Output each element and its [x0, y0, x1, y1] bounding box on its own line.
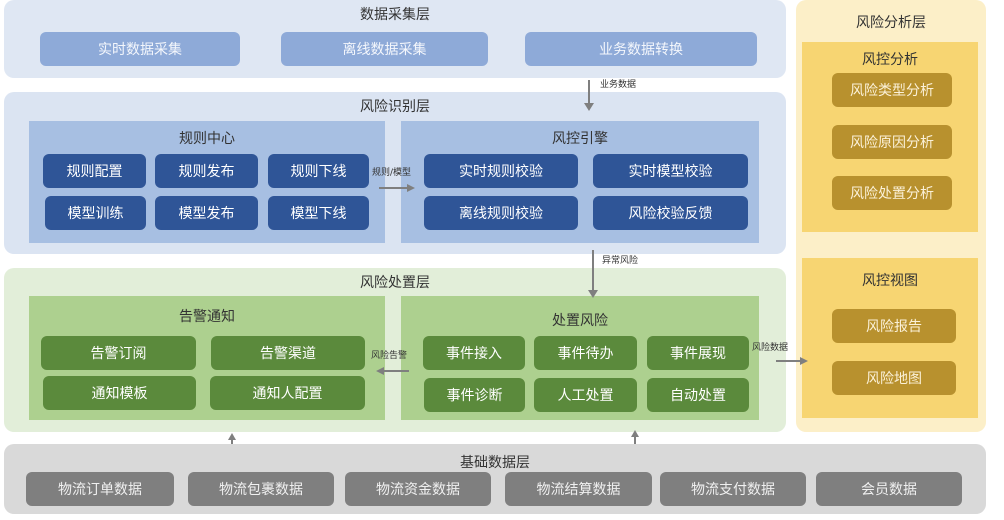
risk-identification-layer: 风险识别层 规则中心 规则配置 规则发布 规则下线 模型训练 模型发布 模型下线… [4, 92, 786, 254]
abnormal-risk-arrow-label: 异常风险 [602, 256, 639, 266]
data-collection-layer-title: 数据采集层 [360, 7, 430, 23]
risk-handling-title: 处置风险 [552, 313, 608, 329]
offline-rule-check-box: 离线规则校验 [424, 196, 578, 230]
base-to-handling-arrow-line [634, 436, 636, 444]
arrow-right-icon [800, 357, 808, 365]
risk-handling-panel: 处置风险 事件接入 事件待办 事件展现 事件诊断 人工处置 自动处置 [401, 296, 759, 420]
arrow-down-icon [588, 290, 598, 298]
risk-engine-panel: 风控引擎 实时规则校验 实时模型校验 离线规则校验 风险校验反馈 [401, 121, 759, 243]
rule-center-title: 规则中心 [179, 131, 235, 147]
alert-notify-panel: 告警通知 告警订阅 告警渠道 通知模板 通知人配置 [29, 296, 385, 420]
business-data-conversion-box: 业务数据转换 [525, 32, 757, 66]
base-data-layer-title: 基础数据层 [460, 455, 530, 471]
realtime-data-collection-box: 实时数据采集 [40, 32, 240, 66]
rule-center-panel: 规则中心 规则配置 规则发布 规则下线 模型训练 模型发布 模型下线 [29, 121, 385, 243]
risk-analysis-layer: 风险分析层 风控分析 风险类型分析 风险原因分析 风险处置分析 风控视图 风险报… [796, 0, 986, 432]
risk-alert-arrow-label: 风险告警 [371, 351, 408, 361]
risk-check-feedback-box: 风险校验反馈 [593, 196, 748, 230]
arrow-down-icon [584, 103, 594, 111]
realtime-rule-check-box: 实时规则校验 [424, 154, 578, 188]
risk-cause-analysis-box: 风险原因分析 [832, 125, 952, 159]
risk-control-view-title: 风控视图 [862, 273, 918, 289]
arrow-left-icon [376, 367, 384, 375]
logistics-settlement-data-box: 物流结算数据 [505, 472, 652, 506]
logistics-parcel-data-box: 物流包裹数据 [188, 472, 334, 506]
risk-control-analysis-title: 风控分析 [862, 52, 918, 68]
risk-type-analysis-box: 风险类型分析 [832, 73, 952, 107]
risk-engine-title: 风控引擎 [552, 131, 608, 147]
risk-report-box: 风险报告 [832, 309, 956, 343]
model-training-box: 模型训练 [45, 196, 146, 230]
auto-disposal-box: 自动处置 [647, 378, 749, 412]
risk-alert-arrow-line [383, 370, 409, 372]
event-display-box: 事件展现 [647, 336, 749, 370]
rule-config-box: 规则配置 [43, 154, 146, 188]
data-collection-layer: 数据采集层 实时数据采集 离线数据采集 业务数据转换 [4, 0, 786, 78]
risk-data-arrow-label: 风险数据 [752, 343, 789, 353]
arrow-right-icon [407, 184, 415, 192]
rule-offline-box: 规则下线 [268, 154, 369, 188]
logistics-order-data-box: 物流订单数据 [26, 472, 174, 506]
base-to-alert-arrow-line [231, 439, 233, 444]
offline-data-collection-box: 离线数据采集 [281, 32, 488, 66]
event-diagnosis-box: 事件诊断 [424, 378, 525, 412]
alert-channel-box: 告警渠道 [211, 336, 365, 370]
risk-analysis-layer-title: 风险分析层 [856, 15, 926, 31]
manual-disposal-box: 人工处置 [534, 378, 637, 412]
model-publish-box: 模型发布 [155, 196, 258, 230]
rule-model-arrow-label: 规则/模型 [372, 168, 412, 178]
realtime-model-check-box: 实时模型校验 [593, 154, 748, 188]
risk-identification-layer-title: 风险识别层 [360, 99, 430, 115]
event-todo-box: 事件待办 [534, 336, 637, 370]
rule-publish-box: 规则发布 [155, 154, 258, 188]
business-data-arrow-label: 业务数据 [600, 80, 637, 90]
arrow-up-icon [228, 433, 236, 440]
risk-disposal-layer-title: 风险处置层 [360, 275, 430, 291]
risk-data-arrow-line [776, 360, 802, 362]
risk-control-analysis-panel: 风控分析 风险类型分析 风险原因分析 风险处置分析 [802, 42, 978, 232]
risk-disposal-analysis-box: 风险处置分析 [832, 176, 952, 210]
business-data-arrow-line [588, 80, 590, 104]
alert-notify-title: 告警通知 [179, 309, 235, 325]
alert-subscribe-box: 告警订阅 [41, 336, 196, 370]
model-offline-box: 模型下线 [268, 196, 369, 230]
notify-person-config-box: 通知人配置 [210, 376, 365, 410]
arrow-up-icon [631, 430, 639, 437]
logistics-fund-data-box: 物流资金数据 [345, 472, 491, 506]
abnormal-risk-arrow-line [592, 250, 594, 292]
logistics-payment-data-box: 物流支付数据 [660, 472, 806, 506]
risk-disposal-layer: 风险处置层 告警通知 告警订阅 告警渠道 通知模板 通知人配置 处置风险 事件接… [4, 268, 786, 432]
base-data-layer: 基础数据层 物流订单数据 物流包裹数据 物流资金数据 物流结算数据 物流支付数据… [4, 444, 986, 514]
rule-model-arrow-line [379, 187, 409, 189]
risk-control-view-panel: 风控视图 风险报告 风险地图 [802, 258, 978, 418]
event-intake-box: 事件接入 [423, 336, 525, 370]
member-data-box: 会员数据 [816, 472, 962, 506]
risk-map-box: 风险地图 [832, 361, 956, 395]
notify-template-box: 通知模板 [43, 376, 196, 410]
